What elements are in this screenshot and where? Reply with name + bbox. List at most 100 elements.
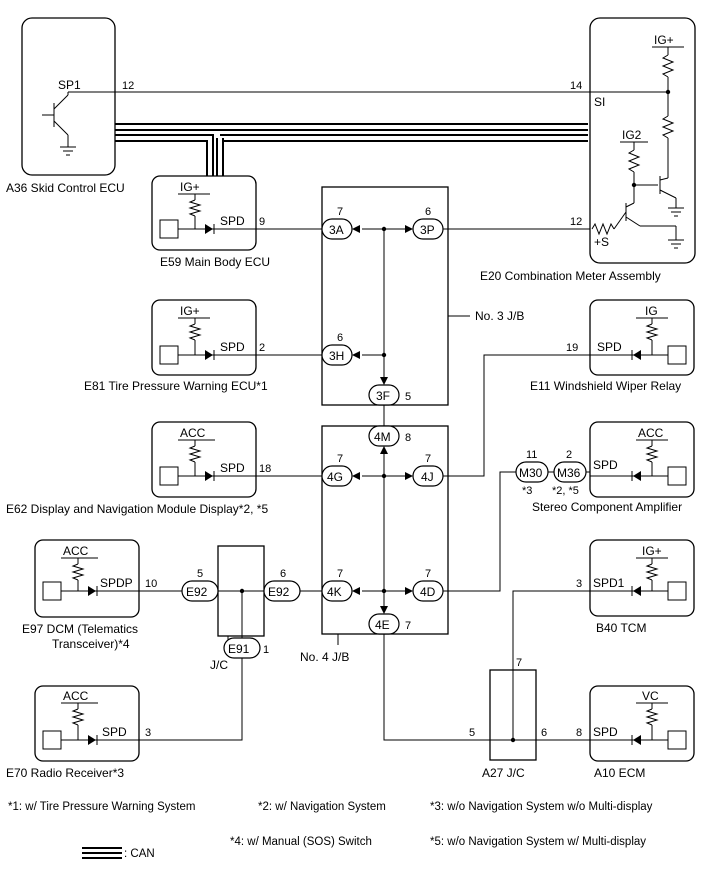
e62-pin: 18 [259,463,271,475]
b40-terminal: SPD1 [593,576,625,590]
note-1: *1: w/ Tire Pressure Warning System [8,801,195,813]
conn-4g-pin: 7 [337,453,343,465]
e11-pin: 19 [566,342,578,354]
stereo-supply: ACC [638,426,664,440]
conn-4d-pin: 7 [425,568,431,580]
conn-4k-pin: 7 [337,568,343,580]
e59-supply: IG+ [180,180,200,194]
e20-supply-ig2: IG2 [622,128,642,142]
e81-supply: IG+ [180,304,200,318]
a36-name: A36 Skid Control ECU [6,181,125,195]
e20-si-label: SI [594,95,605,109]
e97-supply: ACC [63,544,89,558]
e20-supply-igplus: IG+ [654,33,674,47]
conn-4j: 4J [421,470,434,484]
conn-m36-note: *2, *5 [552,485,579,497]
e59-main-body-ecu: IG+ SPD 9 E59 Main Body ECU [151,175,270,269]
no4-jb: No. 4 J/B 4M 8 4G 7 4J 7 4K 7 4D 7 4E 7 [300,425,449,664]
conn-e92-b-pin: 6 [280,568,286,580]
a36-terminal-label: SP1 [58,78,81,92]
conn-4e-pin: 7 [405,620,411,632]
e59-terminal: SPD [220,214,245,228]
can-legend-label: : CAN [124,848,155,860]
e81-name: E81 Tire Pressure Warning ECU*1 [84,379,268,393]
conn-4g: 4G [327,470,343,484]
a27-top-pin: 7 [516,657,522,669]
e11-wiper-relay: IG SPD 19 E11 Windshield Wiper Relay [530,299,695,393]
b40-name: B40 TCM [596,621,646,635]
conn-e91: E91 [228,642,250,656]
conn-3f: 3F [376,389,390,403]
conn-e91-pin: 1 [263,644,269,656]
e11-supply: IG [645,304,658,318]
a36-skid-control-ecu: SP1 12 A36 Skid Control ECU [6,17,134,195]
stereo-name: Stereo Component Amplifier [532,500,682,514]
conn-3h-pin: 6 [337,332,343,344]
e11-name: E11 Windshield Wiper Relay [530,379,681,393]
stereo-terminal: SPD [593,458,618,472]
conn-e92-a: E92 [186,585,208,599]
b40-tcm: IG+ SPD1 3 B40 TCM [576,539,695,635]
can-bus [115,123,588,176]
b40-supply: IG+ [642,544,662,558]
a10-pin: 8 [576,727,582,739]
e97-dcm: ACC SPDP 10 E97 DCM (Telematics Transcei… [22,539,157,651]
conn-m36: M36 [557,466,581,480]
conn-e92-a-pin: 5 [197,568,203,580]
conn-4e: 4E [375,618,390,632]
e81-terminal: SPD [220,340,245,354]
a10-supply: VC [642,689,659,703]
conn-m30-note: *3 [522,485,532,497]
conn-m30: M30 [519,466,543,480]
e70-pin: 3 [145,727,151,739]
no3-jb: No. 3 J/B 3A 7 3P 6 3H 6 3F 5 [321,186,524,406]
e97-terminal: SPDP [100,576,133,590]
footnotes: *1: w/ Tire Pressure Warning System *2: … [8,801,653,860]
note-2: *2: w/ Navigation System [258,801,386,813]
can-legend: : CAN [82,847,155,860]
e62-terminal: SPD [220,461,245,475]
left-jc-name: J/C [210,658,228,672]
conn-m36-pin: 2 [566,449,572,461]
conn-4k: 4K [327,585,342,599]
conn-e92-b: E92 [268,585,290,599]
a10-ecm: VC SPD 8 A10 ECM [576,685,695,780]
e59-pin: 9 [259,216,265,228]
conn-3h: 3H [329,349,344,363]
a27-name: A27 J/C [482,766,525,780]
e62-display-navigation: ACC SPD 18 E62 Display and Navigation Mo… [6,421,271,516]
note-3: *3: w/o Navigation System w/o Multi-disp… [430,801,653,813]
e70-terminal: SPD [102,725,127,739]
e20-s-label: +S [594,235,609,249]
a27-left-pin: 5 [469,727,475,739]
no3-jb-name: No. 3 J/B [475,309,524,323]
e97-name-line2: Transceiver)*4 [52,637,130,651]
a36-pin: 12 [122,80,134,92]
e11-terminal: SPD [597,340,622,354]
e20-s-pin: 12 [570,216,582,228]
e20-si-pin: 14 [570,80,582,92]
note-4: *4: w/ Manual (SOS) Switch [230,836,372,848]
conn-4m-pin: 8 [405,432,411,444]
conn-3f-pin: 5 [405,391,411,403]
e70-radio-receiver: ACC SPD 3 E70 Radio Receiver*3 [6,685,151,780]
conn-3a: 3A [329,223,344,237]
e20-combination-meter: 14 SI 12 +S IG+ IG2 [480,17,696,283]
left-jc: J/C E92 5 E92 6 E91 1 [181,545,301,672]
e97-pin: 10 [145,578,157,590]
a27-jc: A27 J/C 7 5 6 [469,657,547,780]
e81-pin: 2 [259,342,265,354]
stereo-component-amplifier: ACC SPD M30 11 *3 M36 2 *2, *5 Stereo Co… [515,421,695,514]
e59-name: E59 Main Body ECU [160,255,270,269]
a10-terminal: SPD [593,725,618,739]
e62-supply: ACC [180,426,206,440]
conn-4d: 4D [420,585,436,599]
conn-3p: 3P [420,223,435,237]
e70-name: E70 Radio Receiver*3 [6,766,124,780]
e20-name: E20 Combination Meter Assembly [480,269,661,283]
e97-name-line1: E97 DCM (Telematics [22,622,138,636]
a10-name: A10 ECM [594,766,645,780]
e70-supply: ACC [63,689,89,703]
a27-right-pin: 6 [541,727,547,739]
